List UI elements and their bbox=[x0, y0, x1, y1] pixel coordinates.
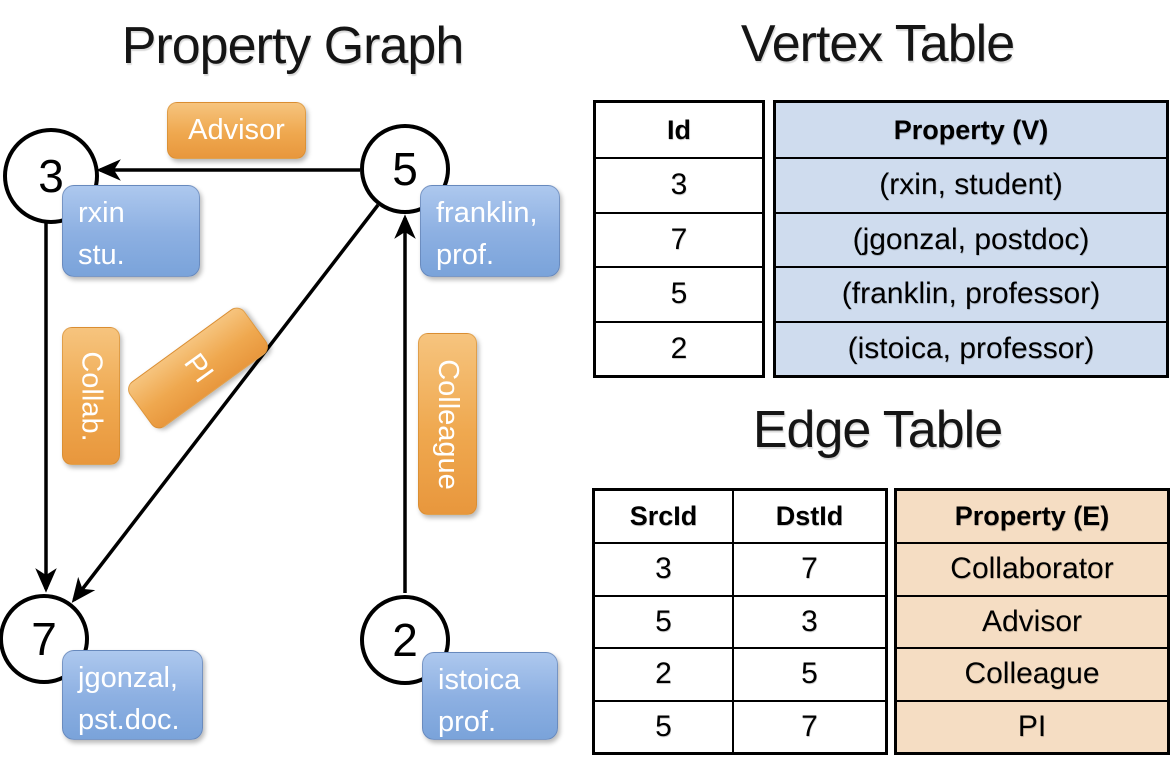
vertex-id-label: 2 bbox=[392, 614, 418, 666]
property-graph-title: Property Graph bbox=[121, 17, 465, 75]
edge-property-cell: Colleague bbox=[894, 647, 1170, 702]
edge-label-text: PI bbox=[177, 347, 220, 389]
vertex-table-property-column: Property (V) (rxin, student) (jgonzal, p… bbox=[773, 100, 1169, 378]
vertex-table-title: Vertex Table bbox=[740, 15, 1015, 73]
vertex-prop-label-istoica: istoica prof. bbox=[422, 652, 558, 740]
edge-src-cell: 5 bbox=[592, 594, 734, 649]
vertex-prop-label-jgonzal: jgonzal, pst.doc. bbox=[62, 650, 203, 740]
edge-src-cell: 2 bbox=[592, 647, 734, 702]
vertex-node-5: 5 bbox=[360, 124, 450, 214]
edge-label-advisor: Advisor bbox=[167, 102, 306, 159]
vertex-prop-line2: prof. bbox=[436, 239, 495, 271]
edge-table-header-dstid: DstId bbox=[732, 488, 888, 544]
vertex-id-cell: 7 bbox=[593, 211, 765, 268]
edge-table-header-srcid: SrcId bbox=[592, 488, 734, 544]
vertex-id-label: 5 bbox=[392, 143, 418, 195]
edge-table: SrcId DstId 3 7 5 3 2 5 5 7 Property (E)… bbox=[592, 488, 1170, 755]
edge-src-cell: 5 bbox=[592, 699, 734, 755]
vertex-prop-line1: franklin, bbox=[436, 197, 538, 229]
vertex-property-cell: (istoica, professor) bbox=[773, 320, 1169, 378]
vertex-id-cell: 5 bbox=[593, 266, 765, 323]
edge-label-collab: Collab. bbox=[62, 327, 120, 465]
edge-label-text: Colleague bbox=[432, 358, 465, 490]
edge-table-header-property: Property (E) bbox=[894, 488, 1170, 544]
vertex-prop-label-rxin: rxin stu. bbox=[62, 185, 200, 277]
edge-label-colleague: Colleague bbox=[418, 333, 477, 515]
edge-label-pi: PI bbox=[124, 303, 272, 433]
vertex-property-cell: (franklin, professor) bbox=[773, 266, 1169, 323]
edge-table-id-columns: SrcId DstId 3 7 5 3 2 5 5 7 bbox=[592, 488, 888, 755]
edge-dst-cell: 5 bbox=[732, 647, 888, 702]
vertex-property-cell: (rxin, student) bbox=[773, 157, 1169, 214]
edge-property-cell: Advisor bbox=[894, 594, 1170, 649]
vertex-prop-line1: rxin bbox=[78, 197, 125, 229]
vertex-prop-line2: pst.doc. bbox=[78, 704, 180, 736]
vertex-table: Id 3 7 5 2 Property (V) (rxin, student) … bbox=[593, 100, 1169, 378]
edge-src-cell: 3 bbox=[592, 542, 734, 597]
vertex-prop-line2: prof. bbox=[438, 706, 497, 738]
edge-label-text: Collab. bbox=[75, 350, 108, 442]
edge-table-property-column: Property (E) Collaborator Advisor Collea… bbox=[894, 488, 1170, 755]
vertex-prop-line1: istoica bbox=[438, 664, 521, 696]
property-graph-pane: Property Graph 3 5 7 2 Advisor Collab. P… bbox=[0, 17, 560, 740]
edge-property-cell: Collaborator bbox=[894, 542, 1170, 597]
vertex-table-header-property: Property (V) bbox=[773, 100, 1169, 159]
vertex-id-label: 7 bbox=[31, 613, 57, 665]
vertex-id-cell: 3 bbox=[593, 157, 765, 214]
vertex-prop-label-franklin: franklin, prof. bbox=[420, 185, 560, 277]
vertex-id-cell: 2 bbox=[593, 320, 765, 378]
edge-dst-cell: 7 bbox=[732, 699, 888, 755]
edge-property-cell: PI bbox=[894, 699, 1170, 755]
edge-dst-cell: 3 bbox=[732, 594, 888, 649]
vertex-table-header-id: Id bbox=[593, 100, 765, 159]
vertex-property-cell: (jgonzal, postdoc) bbox=[773, 211, 1169, 268]
vertex-prop-line2: stu. bbox=[78, 239, 125, 271]
edge-dst-cell: 7 bbox=[732, 542, 888, 597]
vertex-prop-line1: jgonzal, bbox=[78, 662, 178, 694]
vertex-table-id-column: Id 3 7 5 2 bbox=[593, 100, 765, 378]
vertex-id-label: 3 bbox=[38, 150, 64, 202]
vertex-node-3: 3 bbox=[3, 128, 99, 224]
edge-label-text: Advisor bbox=[188, 114, 285, 146]
edge-table-title: Edge Table bbox=[752, 401, 1003, 459]
